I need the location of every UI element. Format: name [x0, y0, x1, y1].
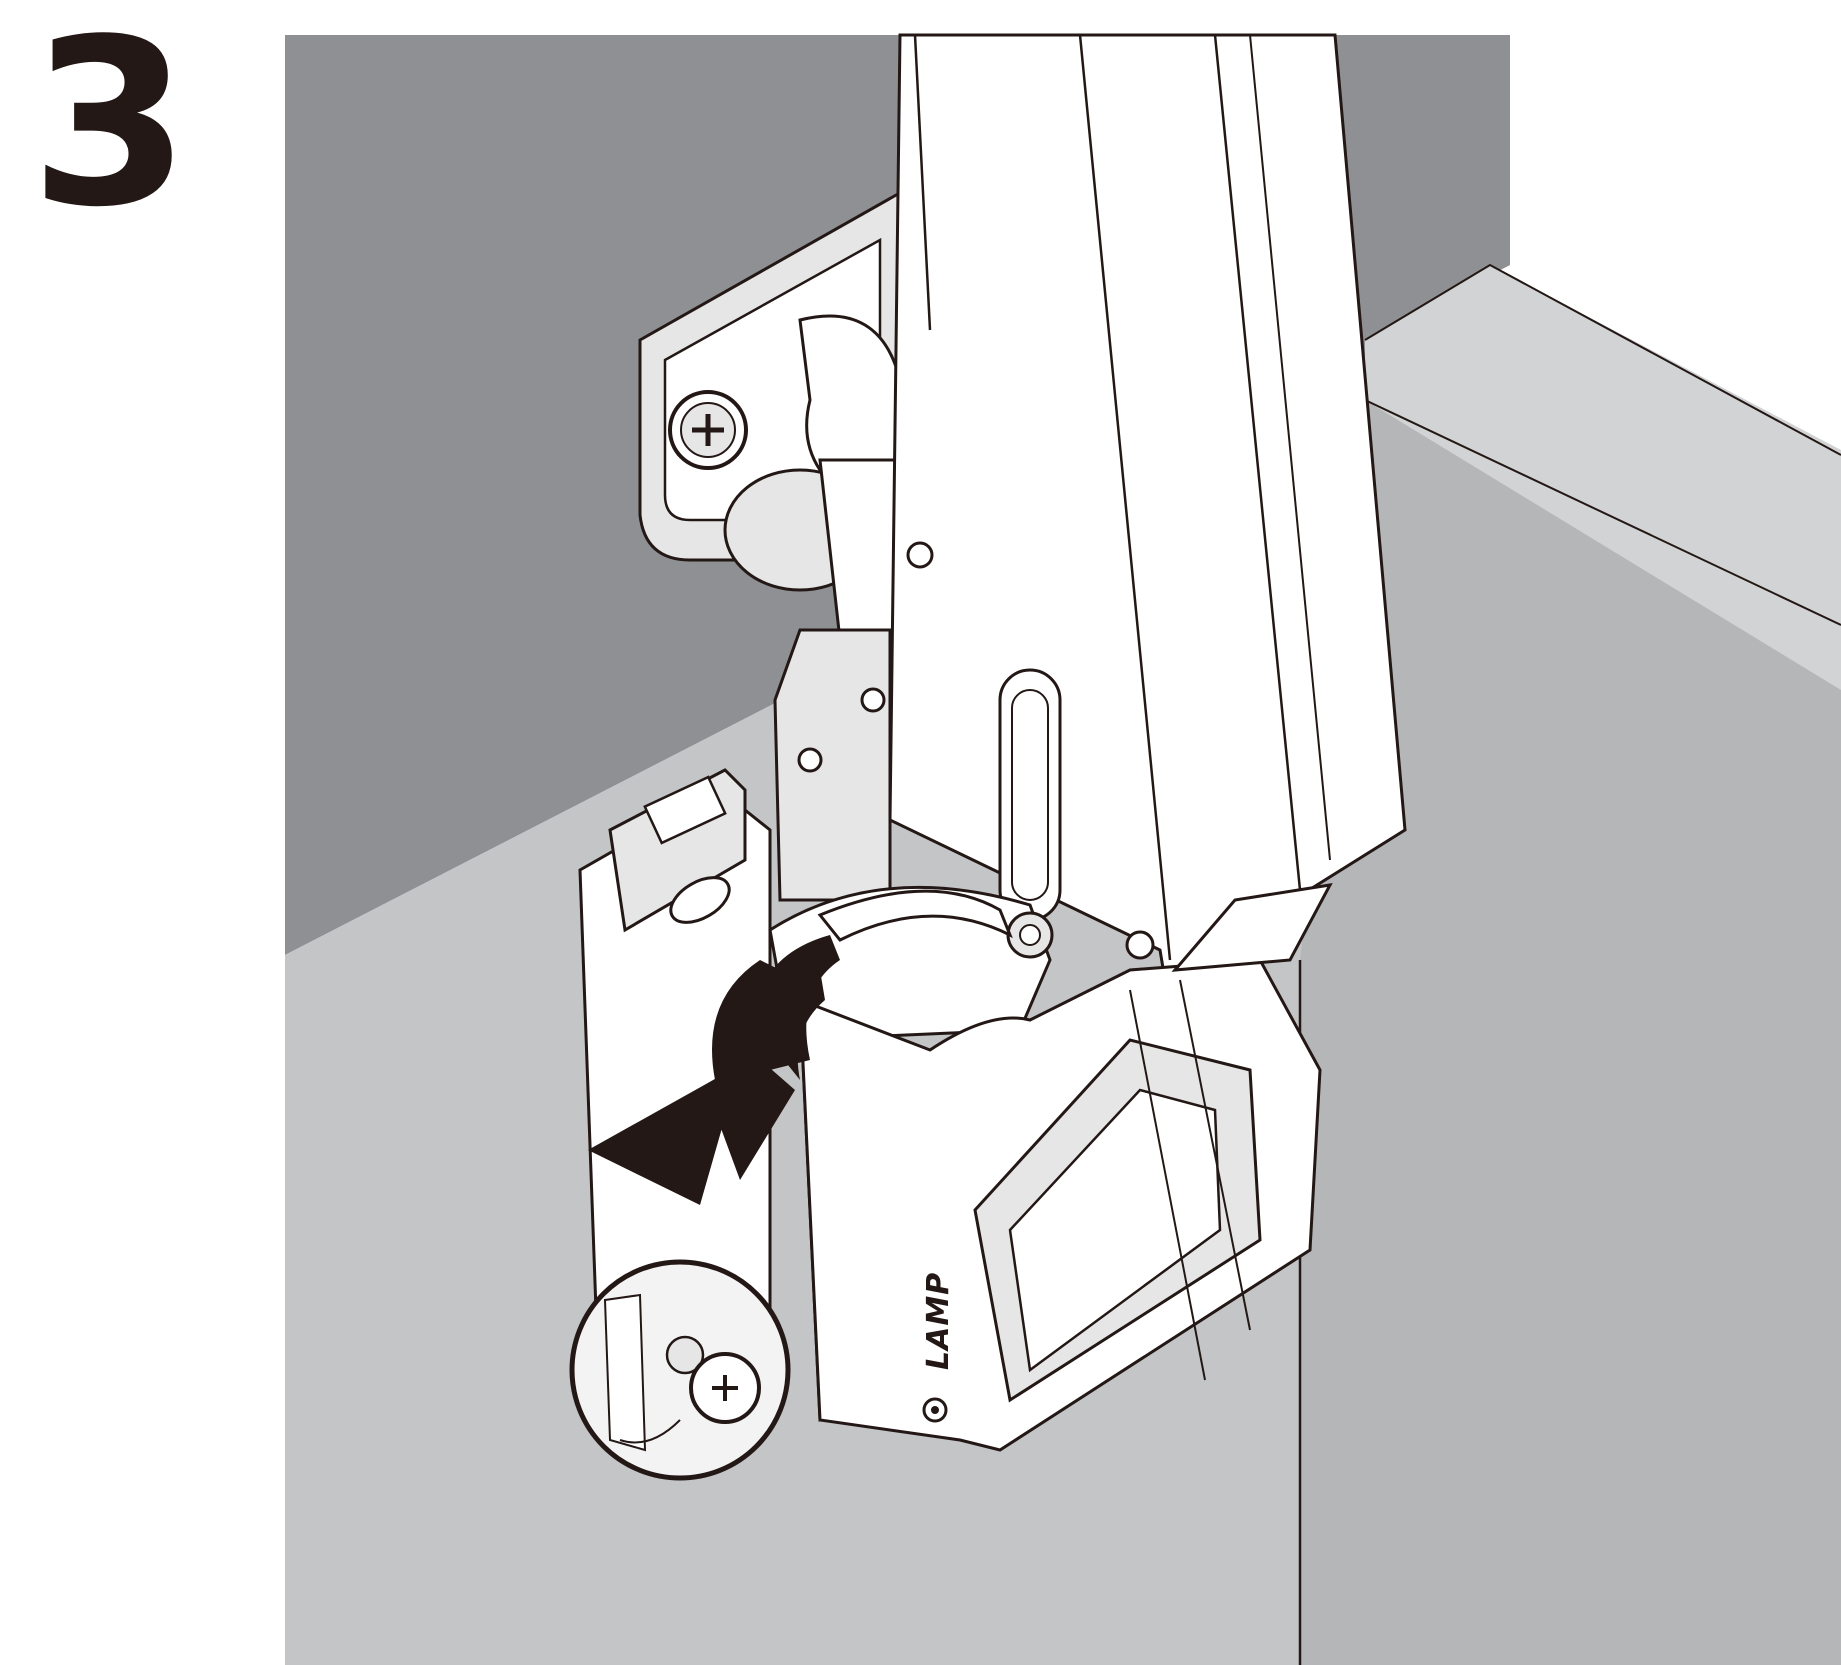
- cabinet-side-panel: [1300, 400, 1841, 1665]
- hinge-arm: [773, 458, 907, 902]
- shelf-top-surface: [1365, 265, 1841, 690]
- shelf-front-line: [1364, 399, 1841, 626]
- step-number: 3: [30, 0, 190, 258]
- rotation-arrow-icon: [588, 889, 1013, 1205]
- lift-arm-body: [888, 33, 1407, 983]
- detail-magnifier-icon: [569, 1259, 791, 1481]
- phillips-screw-icon: [668, 390, 748, 470]
- brand-label: LAMP: [921, 1272, 956, 1370]
- hinge-housing: [768, 883, 1333, 1452]
- shelf-edge-line: [1364, 263, 1841, 456]
